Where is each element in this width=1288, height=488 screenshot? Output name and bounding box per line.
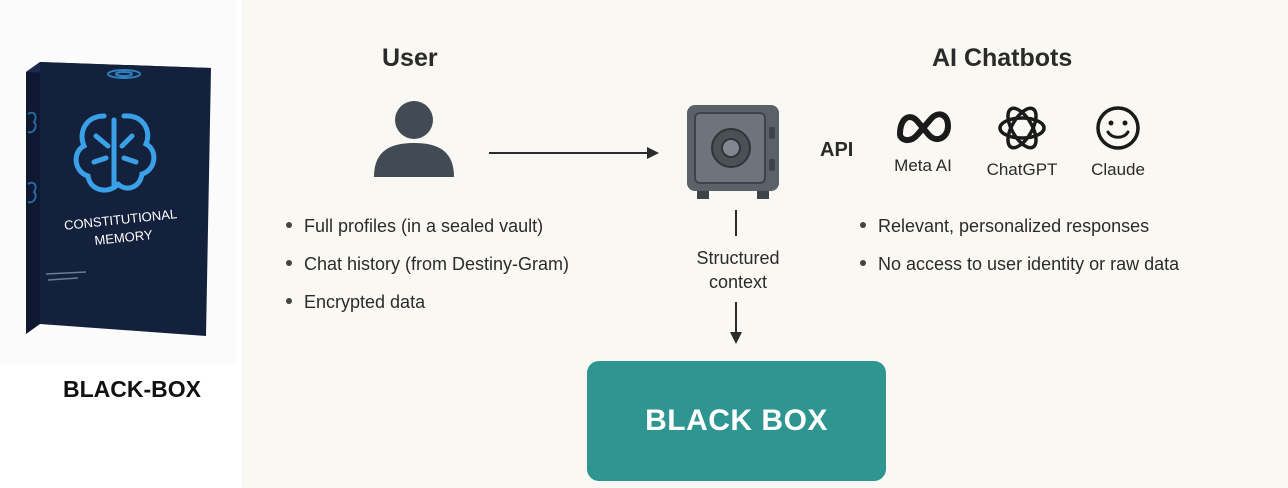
meta-ai-label: Meta AI <box>894 156 952 175</box>
box-title-line2: MEMORY <box>94 227 154 248</box>
list-item: No access to user identity or raw data <box>860 253 1179 291</box>
vault-to-blackbox-arrow <box>730 210 742 344</box>
meta-infinity-icon <box>897 111 951 143</box>
bullet-icon <box>860 222 866 229</box>
structured-context-label: Structured context <box>672 246 804 294</box>
black-box-block: BLACK BOX <box>587 361 886 481</box>
ai-bullet-list: Relevant, personalized responses No acce… <box>860 215 1179 291</box>
product-image-background: CONSTITUTIONAL MEMORY <box>0 0 236 364</box>
bullet-icon <box>286 298 292 305</box>
user-point-text: Encrypted data <box>304 292 426 312</box>
chatbot-meta-ai: Meta AI <box>884 104 962 176</box>
user-point-text: Chat history (from Destiny-Gram) <box>304 254 570 274</box>
smiley-icon <box>1096 106 1140 150</box>
ai-point-text: No access to user identity or raw data <box>878 254 1180 274</box>
structured-context-line1: Structured <box>696 248 780 268</box>
chatbot-chatgpt: ChatGPT <box>976 104 1068 180</box>
openai-knot-icon <box>998 106 1046 150</box>
constitutional-memory-box-image: CONSTITUTIONAL MEMORY <box>26 62 211 336</box>
user-point-text: Full profiles (in a sealed vault) <box>304 216 544 236</box>
ai-point-text: Relevant, personalized responses <box>878 216 1150 236</box>
bullet-icon <box>286 260 292 267</box>
vault-icon <box>687 105 779 199</box>
ai-chatbots-heading: AI Chatbots <box>932 44 1073 72</box>
list-item: Chat history (from Destiny-Gram) <box>286 253 569 291</box>
chatgpt-label: ChatGPT <box>986 160 1058 179</box>
chatbot-claude: Claude <box>1080 104 1156 180</box>
user-bullet-list: Full profiles (in a sealed vault) Chat h… <box>286 215 569 329</box>
bullet-icon <box>860 260 866 267</box>
claude-label: Claude <box>1091 160 1145 179</box>
product-caption: BLACK-BOX <box>63 376 201 402</box>
user-heading: User <box>382 44 438 72</box>
list-item: Relevant, personalized responses <box>860 215 1179 253</box>
product-area: CONSTITUTIONAL MEMORY BLACK-BOX <box>0 0 242 488</box>
list-item: Full profiles (in a sealed vault) <box>286 215 569 253</box>
bullet-icon <box>286 222 292 229</box>
black-box-label: BLACK BOX <box>645 404 828 437</box>
api-label: API <box>820 139 854 161</box>
user-to-vault-arrow <box>489 147 659 159</box>
structured-context-line2: context <box>708 272 768 292</box>
user-icon <box>374 101 454 177</box>
list-item: Encrypted data <box>286 291 569 329</box>
